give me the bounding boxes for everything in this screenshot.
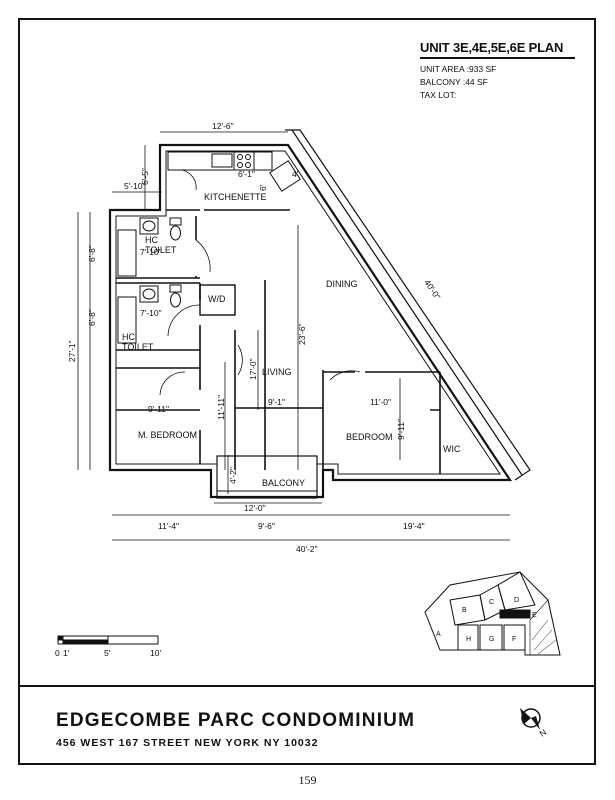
dim-bottom-40-2: 40'-2" xyxy=(296,544,318,554)
key-plan xyxy=(424,571,561,656)
bathtub-1 xyxy=(117,229,137,277)
dim-dining-23-6: 23'-6" xyxy=(297,323,307,345)
key-plan-unit-f: F xyxy=(512,636,516,643)
refrigerator xyxy=(269,160,301,192)
dimension-lines xyxy=(77,131,510,541)
title-block: UNIT 3E,4E,5E,6E PLAN UNIT AREA :933 SF … xyxy=(420,40,575,102)
dim-living-17-0: 17'-0" xyxy=(248,358,258,380)
north-label: N xyxy=(537,727,548,739)
dim-toilet-7-10-b: 7'-10" xyxy=(140,308,162,318)
dim-balc-12-0: 12'-0" xyxy=(244,503,266,513)
dim-diag-40-0: 40'-0" xyxy=(422,278,442,302)
dim-living-9-1: 9'-1" xyxy=(268,397,285,407)
room-label-living: LIVING xyxy=(262,367,292,377)
kitchen-sink xyxy=(211,153,233,168)
dim-kitchen-6-5: 6'-5" xyxy=(140,168,150,185)
range-icon xyxy=(233,151,255,171)
interior-partitions xyxy=(116,280,441,474)
kitchen-counter xyxy=(167,151,273,171)
sink-icon xyxy=(139,217,159,303)
room-label-wd: W/D xyxy=(208,294,226,304)
key-plan-unit-c: C xyxy=(489,599,494,606)
plan-title: UNIT 3E,4E,5E,6E PLAN xyxy=(420,40,564,55)
dim-balc-4-2: 4'-2" xyxy=(228,467,238,484)
dim-left-27-1: 27'-1" xyxy=(67,340,77,362)
tax-lot: TAX LOT: xyxy=(420,90,457,100)
dim-bottom-19-4: 19'-4" xyxy=(403,521,425,531)
room-label-kitchenette: KITCHENETTE xyxy=(204,192,267,202)
unit-area: UNIT AREA :933 SF xyxy=(420,64,497,74)
dim-bottom-11-4: 11'-4" xyxy=(158,521,179,531)
dim-left-5-10: 5'-10" xyxy=(124,181,146,191)
dim-kitchen-4: 4' xyxy=(292,169,299,179)
room-label-m-bedroom: M. BEDROOM xyxy=(138,430,197,440)
north-arrow-icon xyxy=(520,708,541,730)
exterior-wall-inner xyxy=(115,150,501,492)
bathtub-2 xyxy=(117,296,137,344)
key-plan-unit-e: E xyxy=(532,612,537,619)
dim-bed-9-11: 9'-11" xyxy=(396,419,406,440)
project-name: EDGECOMBE PARC CONDOMINIUM xyxy=(56,710,416,731)
scale-label-10: 10' xyxy=(150,648,161,658)
diagonal-curtain-wall xyxy=(285,129,531,481)
exterior-wall xyxy=(108,143,513,499)
key-plan-unit-g: G xyxy=(489,636,494,643)
dim-kitchen-6: 6' xyxy=(258,184,268,191)
dim-top-width: 12'-6" xyxy=(212,121,234,131)
dim-bottom-9-6: 9'-6" xyxy=(258,521,275,531)
project-address: 456 WEST 167 STREET NEW YORK NY 10032 xyxy=(56,737,319,749)
dim-mbed-9-11: 9'-11" xyxy=(148,404,169,414)
room-label-dining: DINING xyxy=(326,279,358,289)
room-label-bedroom: BEDROOM xyxy=(346,432,393,442)
balcony-area: BALCONY :44 SF xyxy=(420,77,488,87)
balcony-slab xyxy=(216,455,318,499)
dim-kitchen-6-1: 6'-1" xyxy=(238,169,255,179)
scale-label-0: 0 xyxy=(55,648,60,658)
dim-toilet-7-10-a: 7'-10" xyxy=(140,247,162,257)
scale-label-1: 1' xyxy=(63,648,70,658)
page-number: 159 xyxy=(298,773,317,787)
scale-label-5: 5' xyxy=(104,648,111,658)
dim-left-6-8-b: 6'-8" xyxy=(87,309,97,326)
key-plan-unit-a: A xyxy=(436,631,441,638)
toilet-icon xyxy=(169,217,182,308)
title-footer: EDGECOMBE PARC CONDOMINIUM 456 WEST 167 … xyxy=(18,685,596,765)
bathroom-walls xyxy=(116,216,201,351)
key-plan-unit-b: B xyxy=(462,607,467,614)
graphic-scale xyxy=(57,635,159,645)
key-plan-unit-d: D xyxy=(514,597,519,604)
washer-dryer-closet xyxy=(199,284,236,316)
drawing-sheet-border xyxy=(18,18,596,765)
title-underline xyxy=(420,57,575,59)
dim-left-6-8-a: 6'-8" xyxy=(87,245,97,262)
dim-bed-11-0: 11'-0" xyxy=(370,397,391,407)
room-label-wic: WIC xyxy=(443,444,461,454)
key-plan-unit-h: H xyxy=(466,636,471,643)
room-label-balcony: BALCONY xyxy=(262,478,305,488)
dim-mbed-11-11: 11'-11" xyxy=(216,395,226,420)
